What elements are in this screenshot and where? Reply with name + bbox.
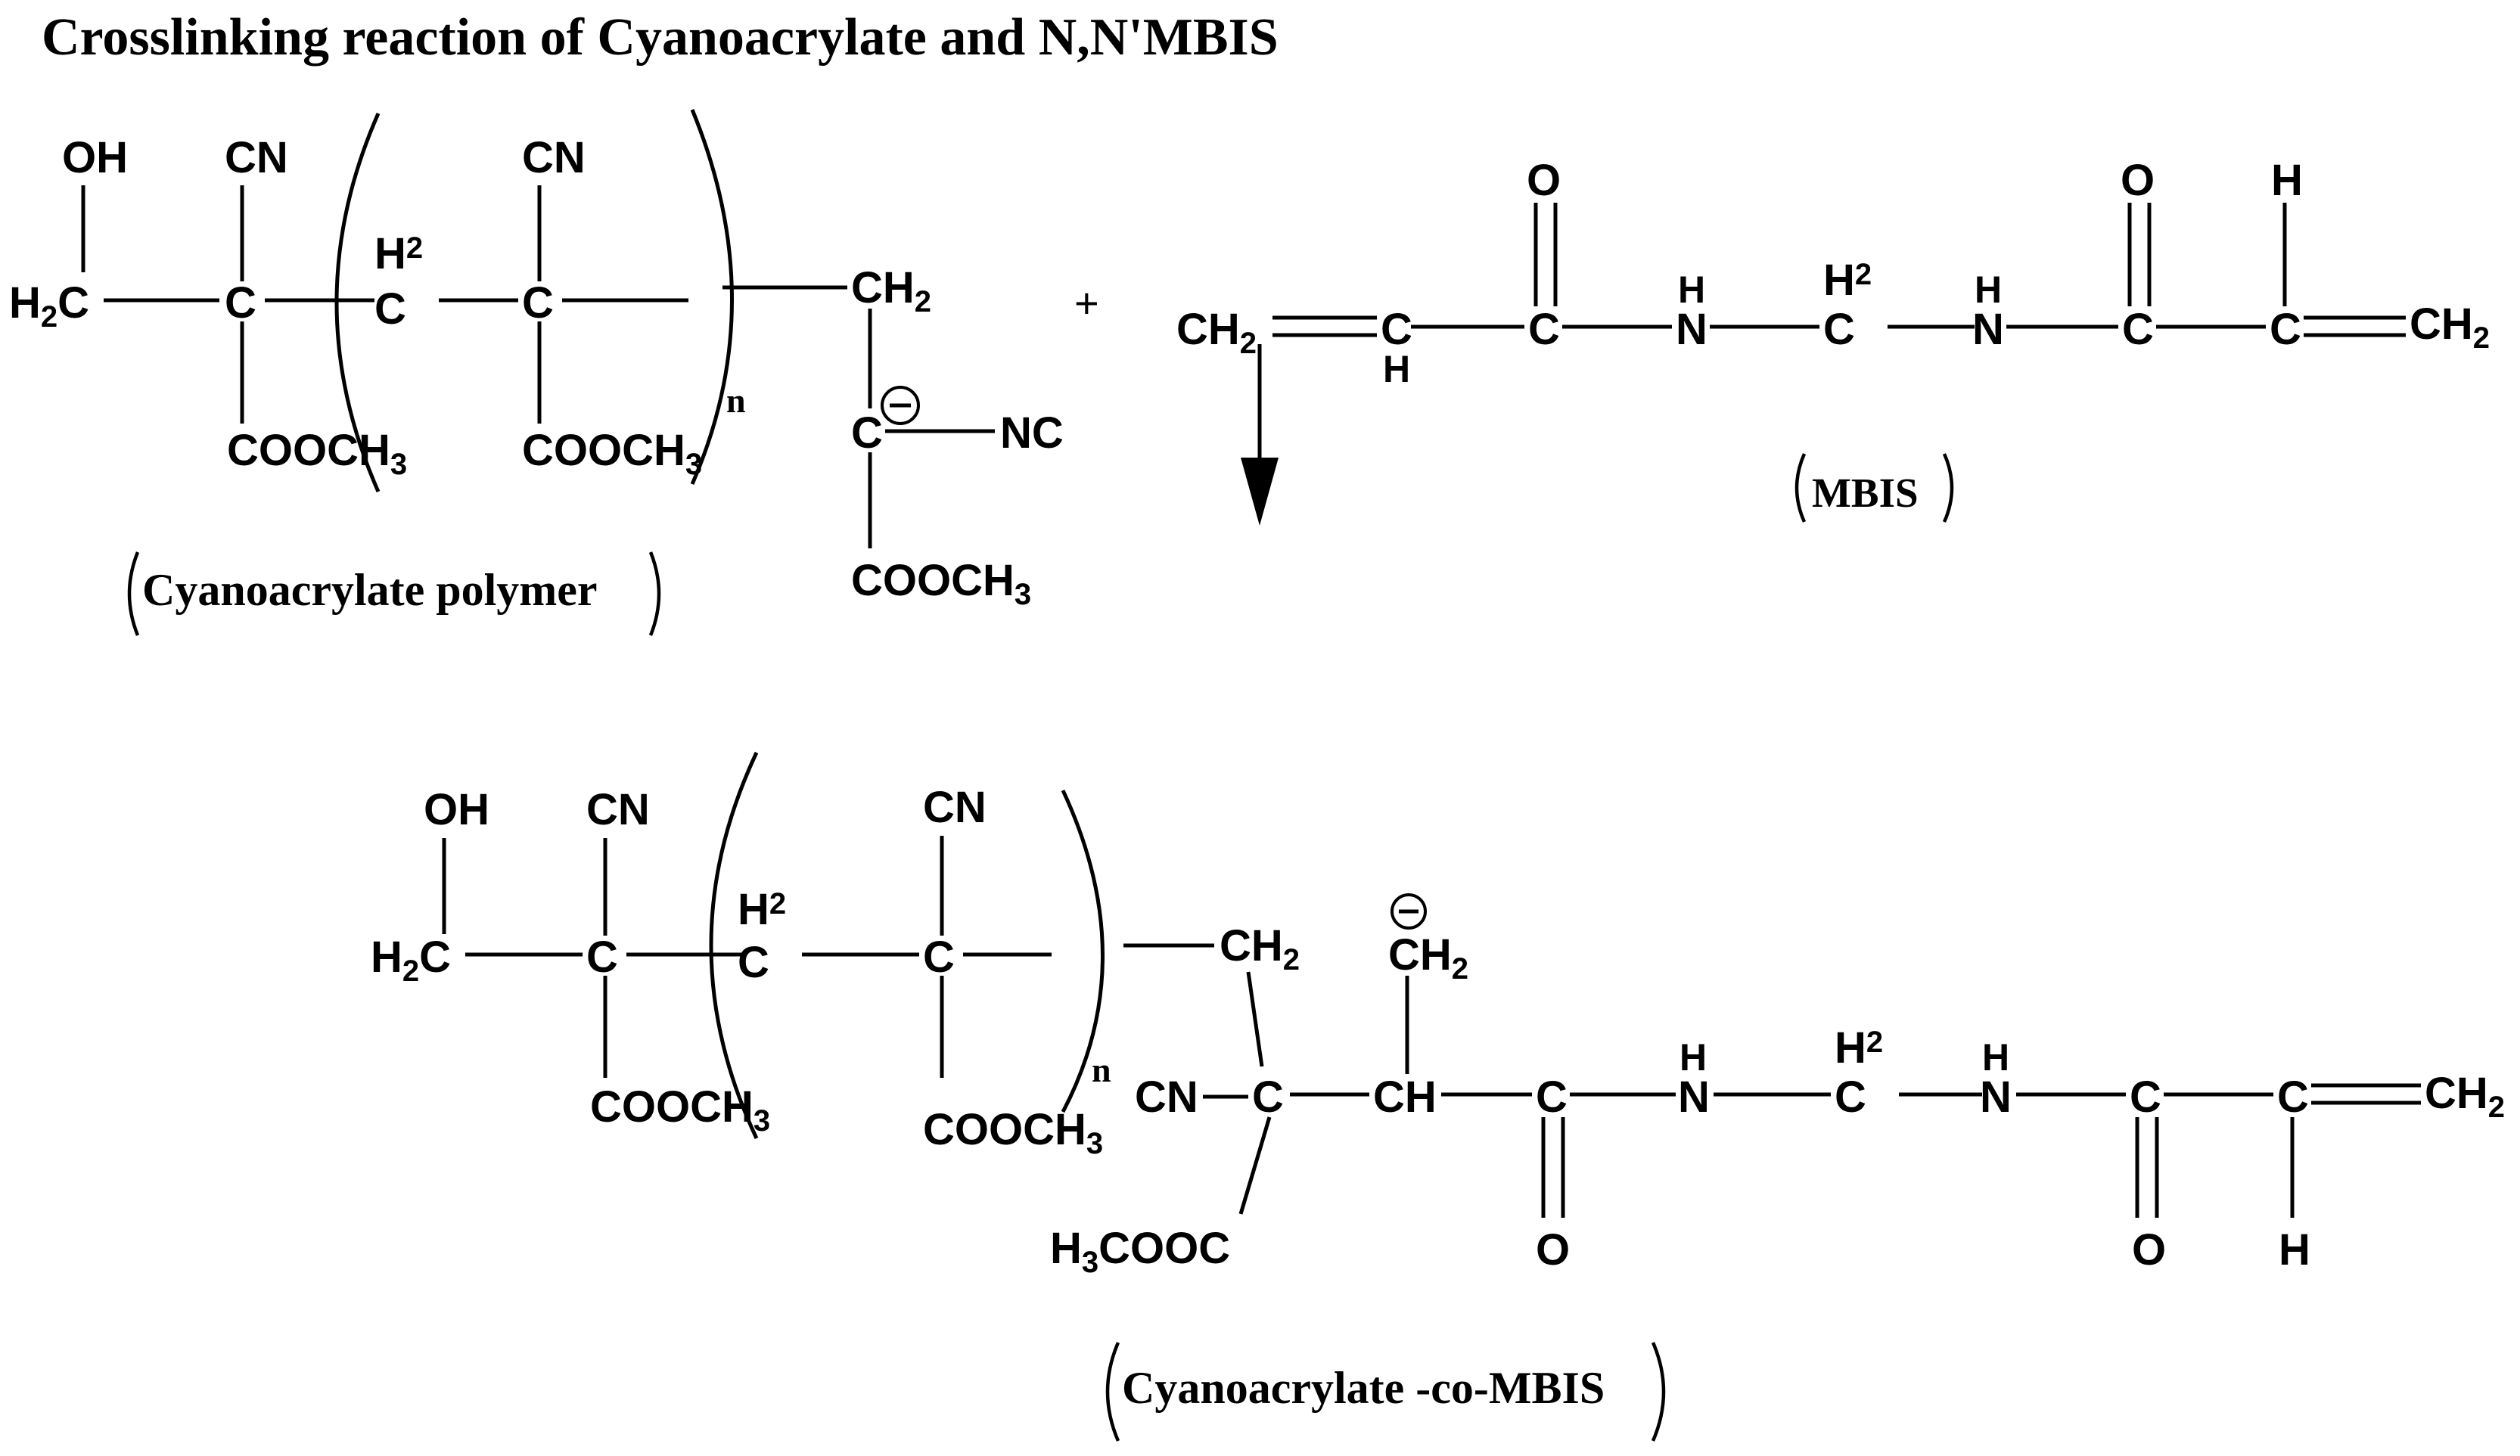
reactant1-label: Cyanoacrylate polymer: [142, 565, 598, 615]
reactant2-label: MBIS: [1812, 470, 1919, 516]
atom-c: C: [2130, 1073, 2161, 1122]
atom-o: O: [2132, 1225, 2166, 1274]
atom-h2c: H2C: [371, 933, 451, 988]
atom-cooch3: COOCH3: [590, 1082, 770, 1138]
atom-h: H: [2279, 1225, 2310, 1274]
atom-c: C: [1823, 305, 1855, 354]
atom-n: N: [1676, 305, 1707, 354]
atom-c: C: [2122, 305, 2154, 354]
atom-ch2: CH2: [2425, 1069, 2505, 1124]
atom-c: C: [225, 278, 256, 328]
atom-c: C: [923, 933, 955, 982]
reactant1-label-group: Cyanoacrylate polymer: [127, 551, 661, 636]
atom-c: C: [1381, 305, 1412, 354]
atom-n: N: [1980, 1073, 2012, 1122]
atom-h: H: [1383, 348, 1410, 390]
atom-nc: NC: [1000, 408, 1064, 458]
repeat-bracket-right: [690, 109, 734, 486]
atom-n: N: [1972, 305, 2004, 354]
atom-h: H: [1679, 1036, 1707, 1079]
atom-o: O: [1527, 156, 1561, 205]
atom-c: C: [2277, 1073, 2309, 1122]
atom-h: H: [1975, 269, 2002, 311]
atom-cn: CN: [522, 133, 586, 182]
atom-cooch3: COOCH3: [227, 426, 407, 481]
atom-ch: CH: [1373, 1073, 1437, 1122]
mbis-structure: CH2 C H C O H N H2 C H N C O C: [1176, 156, 2490, 526]
atom-oh: OH: [62, 133, 128, 182]
atom-cooch3: COOCH3: [851, 556, 1031, 611]
atom-h2: H2: [1823, 256, 1872, 305]
atom-oh: OH: [424, 785, 489, 834]
atom-h2: H2: [374, 229, 423, 278]
repeat-index-n: n: [726, 381, 746, 420]
atom-h: H: [2271, 156, 2303, 205]
atom-h2: H2: [738, 885, 786, 934]
scheme-title: Crosslinking reaction of Cyanoacrylate a…: [42, 8, 1279, 67]
atom-cn: CN: [1135, 1073, 1198, 1122]
atom-ch2: CH2: [1220, 921, 1300, 976]
atom-c: C: [586, 933, 618, 982]
atom-h: H: [1982, 1036, 2009, 1079]
repeat-index-n: n: [1092, 1051, 1111, 1089]
atom-ch2: CH2: [2410, 300, 2490, 355]
atom-c: C: [1536, 1073, 1568, 1122]
atom-ch2-anion: CH2: [1388, 930, 1468, 986]
atom-o: O: [2121, 156, 2155, 205]
atom-h: H: [1678, 269, 1705, 311]
atom-cn: CN: [923, 783, 987, 832]
atom-cn: CN: [586, 785, 650, 834]
atom-h2: H2: [1835, 1023, 1883, 1073]
atom-h2c: H2C: [9, 278, 89, 334]
atom-c: C: [2270, 305, 2301, 354]
repeat-bracket-left: [709, 751, 759, 1140]
atom-cooch3: COOCH3: [522, 426, 702, 481]
cyanoacrylate-polymer-structure: OH H2C C CN COOCH3 H2 C C CN COOCH3 n CH…: [9, 109, 1064, 611]
atom-c: C: [374, 284, 406, 334]
atom-cn: CN: [225, 133, 288, 182]
negative-charge-icon: [1391, 893, 1427, 930]
repeat-bracket-left: [334, 112, 381, 493]
atom-n: N: [1678, 1073, 1710, 1122]
reactant2-label-group: MBIS: [1794, 453, 1954, 523]
atom-c: C: [1252, 1073, 1284, 1122]
atom-ch2: CH2: [851, 263, 931, 318]
atom-cooch3: COOCH3: [923, 1105, 1103, 1160]
repeat-bracket-right: [1061, 789, 1105, 1113]
product-label-group: Cyanoacrylate -co-MBIS: [1105, 1342, 1666, 1442]
plus-sign: +: [1074, 279, 1099, 327]
product-structure: OH H2C C CN COOCH3 H2 C C CN COOCH3 n CH…: [371, 751, 2505, 1279]
atom-c: C: [522, 278, 554, 328]
atom-o: O: [1536, 1225, 1570, 1274]
atom-c-anion: C: [851, 408, 883, 458]
arrow-down-icon: [1241, 458, 1279, 526]
atom-ch2: CH2: [1176, 305, 1257, 360]
atom-c: C: [1528, 305, 1560, 354]
product-label: Cyanoacrylate -co-MBIS: [1122, 1363, 1605, 1413]
atom-c: C: [1835, 1073, 1866, 1122]
atom-c: C: [738, 938, 769, 987]
atom-h3cooc: H3COOC: [1050, 1224, 1230, 1279]
negative-charge-icon: [881, 386, 920, 425]
